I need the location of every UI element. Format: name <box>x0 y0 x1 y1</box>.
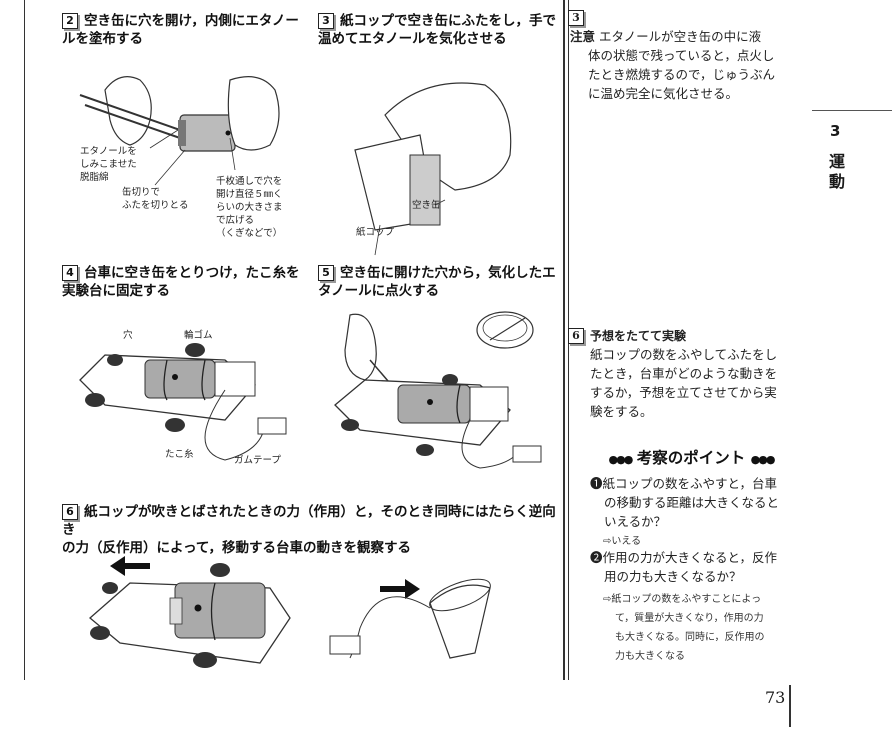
sidebar-ref-3-badge: 3 <box>568 10 584 26</box>
tape-label: ガムテープ <box>234 455 281 466</box>
sidebar-ref-6-badge: 6 <box>568 328 584 344</box>
step-5-badge: 5 <box>318 265 334 281</box>
leaf-ornament-left-icon: ●●● <box>608 453 634 466</box>
step-6-illustration <box>88 556 491 668</box>
predict-note: 紙コップの数をふやしてふたをし たとき，台車がどのような動きを するか，予想を立… <box>590 347 778 419</box>
question-2: ❷作用の力が大きくなると，反作 用の力も大きくなるか？ <box>590 550 778 584</box>
cup-label-step3: 紙コップ <box>356 227 395 238</box>
step-5-illustration <box>334 311 542 469</box>
step-3-badge: 3 <box>318 13 334 29</box>
can-opener-label: 缶切りで ふたを切りとる <box>122 187 189 211</box>
chapter-title: 運 動 <box>829 152 846 191</box>
step-2-illustration <box>79 76 280 186</box>
caution-note: 注意 エタノールが空き缶の中に液 体の状態で残っていると，点火し たとき燃焼する… <box>570 29 776 101</box>
step-3-illustration <box>354 82 512 256</box>
hole-punch-label: 千枚通しで穴を 開け直径５㎜く らいの大きさま で広げる （くぎなどで） <box>216 176 283 239</box>
answer-1: ⇨いえる <box>603 536 642 547</box>
ethanol-cotton-label: エタノールを しみこませた 脱脂綿 <box>80 146 137 183</box>
hole-label: 穴 <box>123 330 133 341</box>
left-margin-rule <box>24 0 25 680</box>
caution-head: 注意 <box>570 29 596 44</box>
string-label: たこ糸 <box>165 449 194 460</box>
page-edge-rule <box>789 685 791 727</box>
points-heading: ●●● 考察のポイント ●●● <box>608 449 776 467</box>
step-6-badge: 6 <box>62 504 78 520</box>
step-4-badge: 4 <box>62 265 78 281</box>
sidebar-ref-3: 3 <box>568 8 590 27</box>
can-label-step3: 空き缶 <box>412 200 441 211</box>
rubber-band-label: 輪ゴム <box>184 330 213 341</box>
column-divider <box>563 0 565 680</box>
step-2-badge: 2 <box>62 13 78 29</box>
leaf-ornament-right-icon: ●●● <box>750 453 776 466</box>
page-number: 73 <box>765 688 786 707</box>
step-4-illustration <box>79 343 287 461</box>
question-1: ❶紙コップの数をふやすと，台車 の移動する距離は大きくなると いえるか？ <box>590 476 780 529</box>
chapter-rule <box>812 110 892 111</box>
chapter-number: 3 <box>830 122 841 140</box>
answer-2: ⇨紙コップの数をふやすことによっ て，質量が大きくなり，作用の力 も大きくなる。… <box>603 594 765 662</box>
